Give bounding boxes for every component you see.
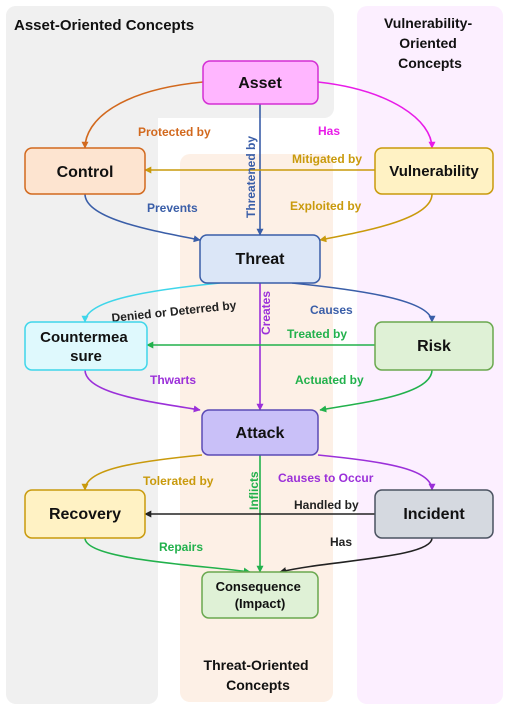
node-recovery: Recovery: [24, 489, 146, 539]
edge-prevents: [84, 193, 201, 243]
node-label: Recovery: [49, 506, 121, 523]
node-label: Consequence: [216, 579, 301, 594]
node-label: sure: [70, 348, 102, 365]
edge-label-threatened-by: Threatened by: [244, 136, 258, 218]
vulnerability-region-title: Vulnerability- Oriented Concepts: [384, 15, 476, 71]
edge-label-handled-by: Handled by: [294, 498, 359, 512]
edge-label-causes: Causes: [310, 303, 353, 317]
edge-label-tolerated-by: Tolerated by: [143, 474, 214, 488]
edge-exploited-by: [319, 193, 433, 243]
node-asset: Asset: [202, 60, 319, 105]
edge-has-vulnerability: [317, 81, 436, 149]
svg-text:Consequence (Impact): Consequence (Impact): [216, 579, 305, 611]
edge-thwarts: [84, 369, 201, 413]
node-control: Control: [24, 147, 146, 195]
node-label: Threat: [236, 251, 286, 268]
edge-label-mitigated-by: Mitigated by: [292, 152, 362, 166]
node-label: Asset: [238, 75, 282, 92]
edge-repairs: [84, 537, 251, 575]
nodes: Asset Control Vulnerability Threat Count…: [24, 60, 494, 619]
node-attack: Attack: [201, 409, 319, 456]
svg-text:Asset: Asset: [238, 75, 282, 92]
node-risk: Risk: [374, 321, 494, 371]
node-label: Incident: [403, 506, 465, 523]
edge-label-exploited-by: Exploited by: [290, 199, 362, 213]
edge-label-treated-by: Treated by: [287, 327, 347, 341]
edge-protected-by: [81, 81, 204, 149]
node-label: Attack: [236, 425, 285, 442]
node-label: Vulnerability: [389, 163, 479, 180]
edge-tolerated-by: [81, 454, 203, 491]
svg-text:Control: Control: [57, 164, 114, 181]
edge-label-prevents: Prevents: [147, 201, 198, 215]
svg-text:Threat: Threat: [236, 251, 286, 268]
edge-label-inflicts: Inflicts: [247, 471, 261, 510]
svg-text:Incident: Incident: [403, 506, 465, 523]
asset-region-title: Asset-Oriented Concepts: [14, 17, 194, 34]
node-label: Countermea: [40, 329, 128, 346]
node-label: Control: [57, 164, 114, 181]
edge-label-protected-by: Protected by: [138, 125, 211, 139]
edge-label-repairs: Repairs: [159, 540, 203, 554]
node-incident: Incident: [374, 489, 494, 539]
node-consequence: Consequence (Impact): [201, 571, 319, 619]
edge-label-creates: Creates: [259, 291, 273, 335]
edge-label-thwarts: Thwarts: [150, 373, 196, 387]
node-threat: Threat: [199, 234, 321, 284]
edge-causes-to-occur: [317, 454, 436, 491]
edge-label-has-consequence: Has: [330, 535, 352, 549]
edge-denied-or-deterred-by: [81, 282, 221, 323]
svg-text:Countermea sure: Countermea sure: [40, 329, 132, 365]
node-countermeasure: Countermea sure: [24, 321, 148, 371]
edge-has-consequence: [279, 537, 433, 574]
edges: [81, 81, 436, 575]
edge-label-has-vulnerability: Has: [318, 124, 340, 138]
node-label: (Impact): [235, 596, 286, 611]
node-vulnerability: Vulnerability: [374, 147, 494, 195]
edge-actuated-by: [319, 369, 433, 413]
edge-causes: [291, 282, 436, 323]
svg-text:Recovery: Recovery: [49, 506, 121, 523]
svg-text:Attack: Attack: [236, 425, 285, 442]
threat-region-title: Threat-Oriented Concepts: [204, 657, 313, 693]
edge-label-actuated-by: Actuated by: [295, 373, 364, 387]
svg-text:Vulnerability: Vulnerability: [389, 163, 479, 180]
edge-label-causes-to-occur: Causes to Occur: [278, 471, 374, 485]
svg-text:Risk: Risk: [417, 338, 451, 355]
node-label: Risk: [417, 338, 451, 355]
